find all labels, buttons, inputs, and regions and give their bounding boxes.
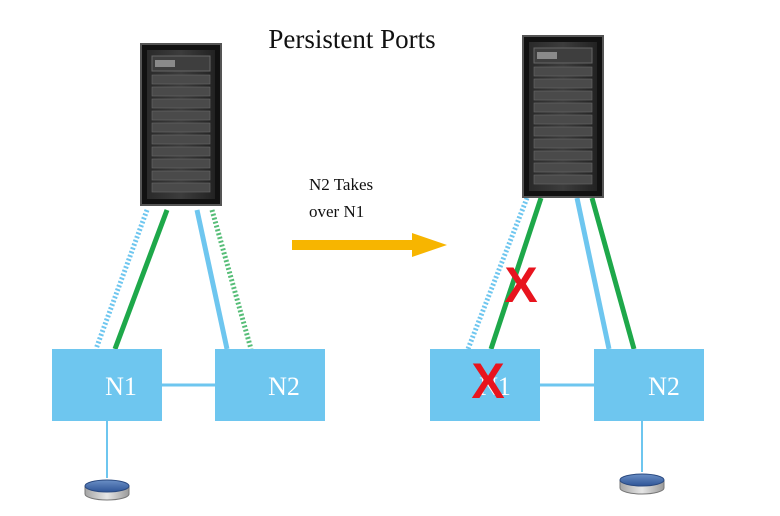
- after-n1-failed-blue-link: [465, 197, 530, 350]
- drive-bay: [151, 170, 211, 181]
- drive-bay: [151, 158, 211, 169]
- drive-bay: [533, 126, 593, 137]
- drive-bay: [151, 74, 211, 85]
- before-node-n2: [215, 349, 325, 421]
- transition-caption-line1: N2 Takes: [309, 175, 373, 194]
- after-server-bays: [533, 66, 593, 185]
- after-server: [522, 35, 604, 198]
- drive-bay: [533, 66, 593, 77]
- transition-caption-line2: over N1: [309, 202, 364, 221]
- takeover-arrow-icon: [292, 233, 447, 257]
- after-n2-green-link: [589, 197, 637, 350]
- drive-bay: [533, 102, 593, 113]
- drive-bay: [151, 182, 211, 193]
- n1-active-green-link: [112, 209, 170, 350]
- n2-active-blue-link: [194, 209, 230, 350]
- after-n2-blue-link: [574, 197, 612, 350]
- drive-bay: [151, 86, 211, 97]
- drive-bay: [533, 162, 593, 173]
- after-links: [465, 197, 637, 350]
- drive-bay: [151, 98, 211, 109]
- after-storage-disk-icon: [619, 473, 665, 495]
- before-node-n2-label: N2: [268, 372, 300, 401]
- drive-bay: [533, 114, 593, 125]
- drive-bay: [533, 78, 593, 89]
- takeover-transition: N2 Takes over N1: [292, 175, 447, 257]
- after-node-n1-label: N1: [479, 372, 511, 401]
- n2-standby-green-link: [209, 209, 254, 350]
- drive-bay: [533, 150, 593, 161]
- drive-bay: [151, 110, 211, 121]
- after-node-n2-label: N2: [648, 372, 680, 401]
- after-n1-failed-green-link: [488, 197, 544, 350]
- drive-bay: [533, 90, 593, 101]
- before-links: [93, 209, 254, 350]
- before-server: [140, 43, 222, 206]
- drive-bay: [151, 146, 211, 157]
- drive-bay: [533, 174, 593, 185]
- diagram-title: Persistent Ports: [268, 24, 435, 54]
- after-node-n1: [430, 349, 540, 421]
- drive-bay: [151, 134, 211, 145]
- link-failure-mark: X: [504, 257, 537, 313]
- before-node-n1-label: N1: [105, 372, 137, 401]
- n1-standby-blue-link: [93, 209, 150, 350]
- node-failure-mark: X: [471, 353, 504, 409]
- drive-bay: [151, 122, 211, 133]
- after-state: N1 N2 X X: [430, 35, 704, 495]
- before-server-bays: [151, 74, 211, 193]
- before-node-n1: [52, 349, 162, 421]
- before-storage-disk-icon: [84, 479, 130, 501]
- drive-bay: [533, 138, 593, 149]
- after-node-n2: [594, 349, 704, 421]
- before-state: N1 N2: [52, 43, 325, 501]
